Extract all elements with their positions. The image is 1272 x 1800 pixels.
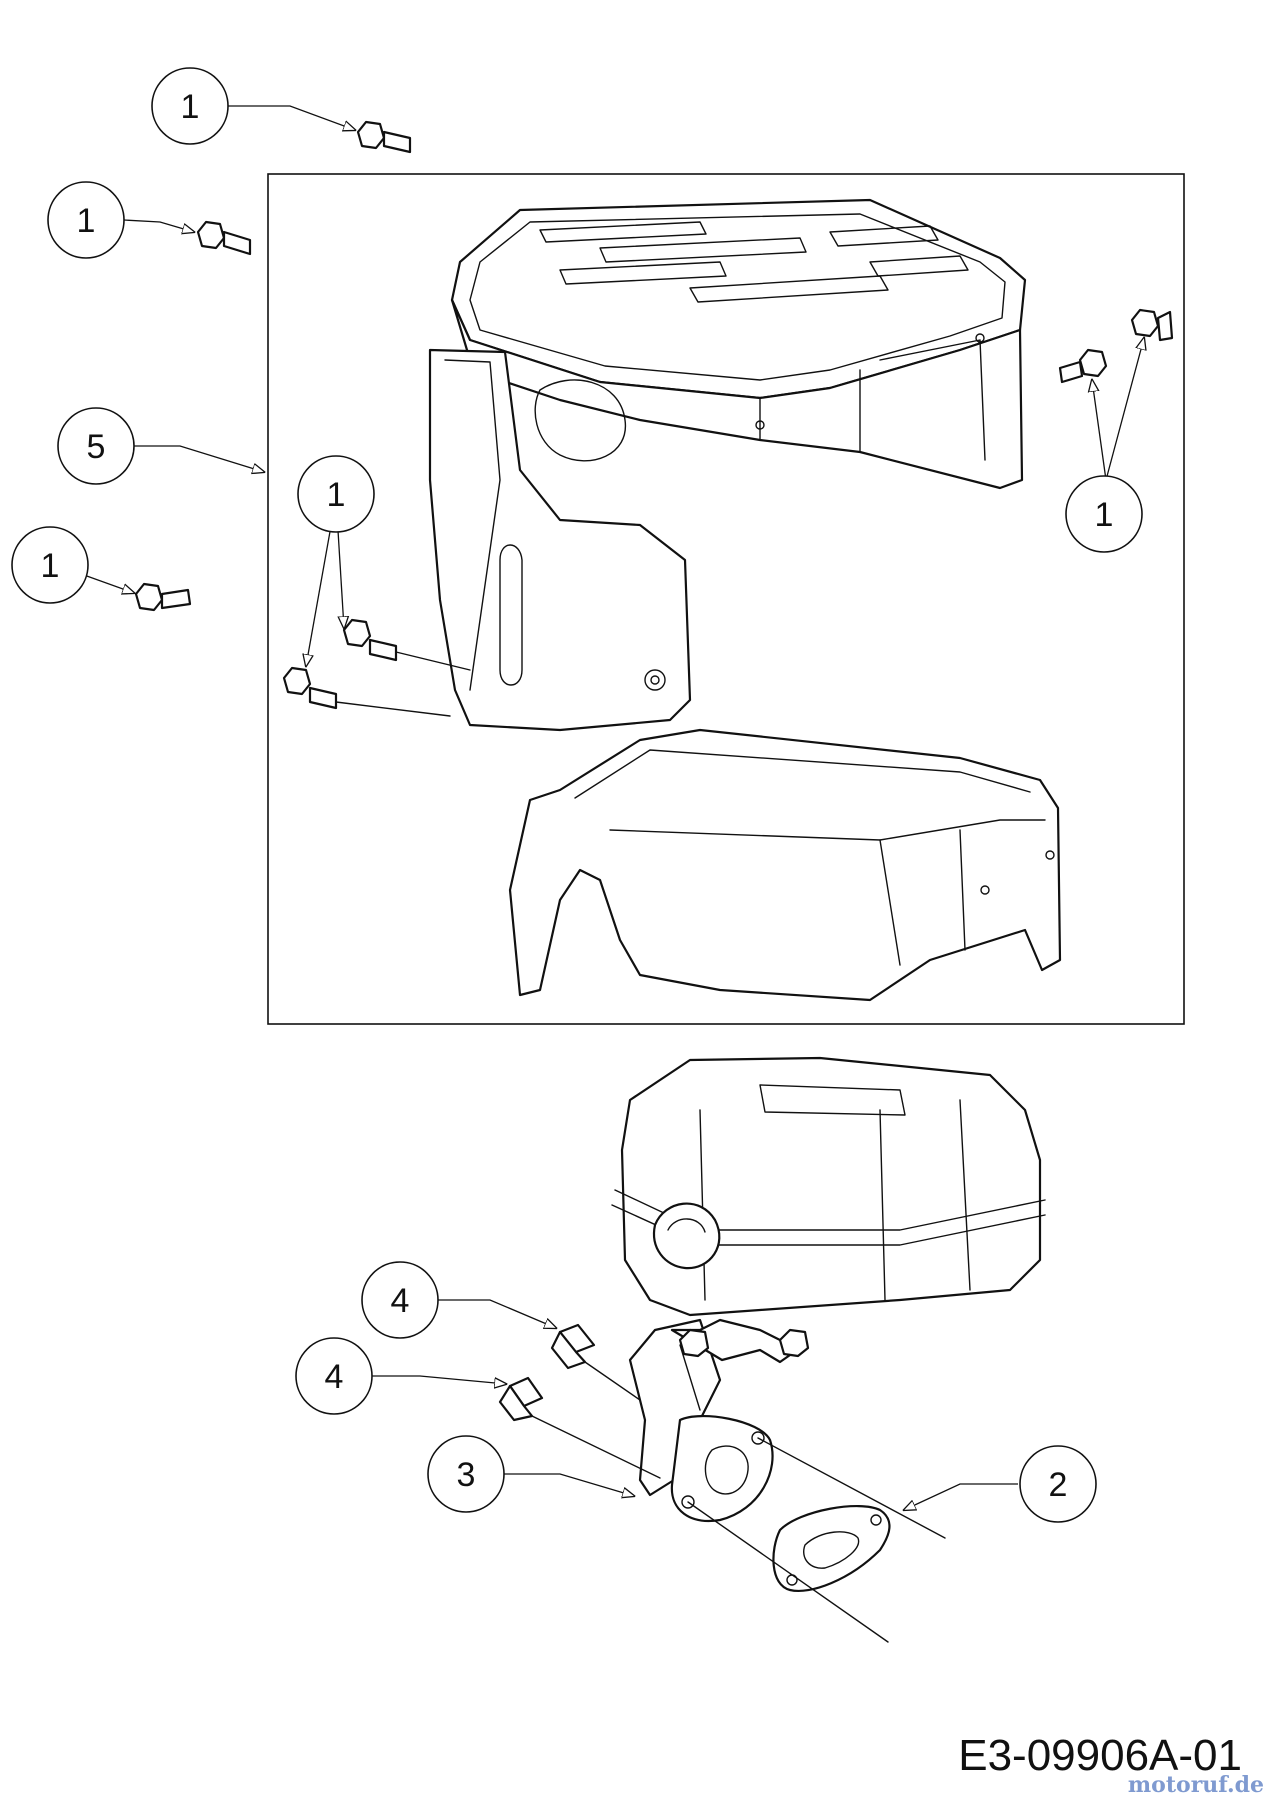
callout-2: 1 <box>47 181 125 259</box>
watermark: motoruf.de <box>1128 1772 1264 1798</box>
guide-line-1 <box>757 1437 946 1539</box>
svg-text:1: 1 <box>41 547 60 585</box>
gasket <box>772 1504 891 1592</box>
svg-text:1: 1 <box>1095 496 1114 534</box>
svg-text:3: 3 <box>457 1456 476 1494</box>
nut-left <box>678 1328 710 1358</box>
callout-7: 4 <box>361 1261 439 1339</box>
callout-8: 4 <box>295 1337 373 1415</box>
svg-text:1: 1 <box>181 88 200 126</box>
nut-right <box>778 1328 810 1358</box>
svg-text:2: 2 <box>1049 1466 1068 1504</box>
guide-line-2 <box>687 1501 889 1643</box>
svg-text:4: 4 <box>325 1358 344 1396</box>
callout-10: 2 <box>1019 1445 1097 1523</box>
screw-6 <box>1058 348 1108 384</box>
muffler-body <box>611 1056 1046 1317</box>
callout-1: 1 <box>151 67 229 145</box>
spacer-lower <box>498 1376 544 1422</box>
assembly-frame <box>267 173 1185 1025</box>
spacer-upper <box>550 1323 596 1370</box>
callout-6: 1 <box>1065 475 1143 553</box>
callout-5: 5 <box>57 407 135 485</box>
drawing-code: E3-09906A-01 <box>958 1731 1242 1780</box>
exhaust-pipe <box>628 1318 792 1523</box>
svg-text:1: 1 <box>77 202 96 240</box>
screw-7 <box>1130 308 1174 342</box>
callout-3: 1 <box>11 526 89 604</box>
callout-4: 1 <box>297 455 375 533</box>
svg-text:1: 1 <box>327 476 346 514</box>
heat-shield-lower <box>508 728 1062 1002</box>
screw-5 <box>282 666 338 710</box>
screw-3 <box>134 582 192 612</box>
screw-4 <box>342 618 398 662</box>
svg-text:5: 5 <box>87 428 106 466</box>
heat-shield-upper <box>428 198 1027 732</box>
screw-2 <box>196 220 252 256</box>
svg-text:4: 4 <box>391 1282 410 1320</box>
callout-9: 3 <box>427 1435 505 1513</box>
screw-1 <box>356 120 412 154</box>
